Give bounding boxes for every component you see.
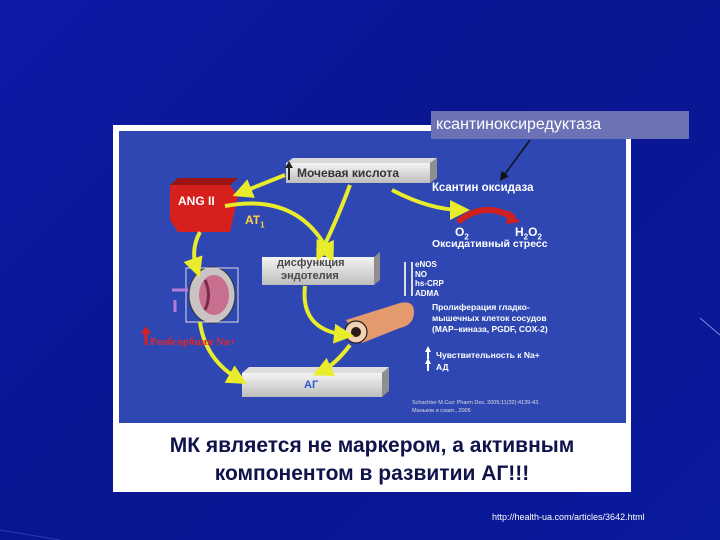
caption-line-1: МК является не маркером, а активным (169, 434, 575, 457)
reference-line: Маньков и соавт., 2005 (412, 408, 471, 414)
yellow-arrows (183, 173, 470, 384)
proliferation-line: Пролиферация гладко- (432, 302, 530, 312)
sensitivity-label: Чувствительность к Na+ (436, 350, 540, 360)
at1-label: AT1 (245, 213, 265, 230)
proliferation-text: Пролиферация гладко- мышечных клеток сос… (432, 302, 548, 335)
marker-item: ADMA (415, 288, 439, 298)
ag-label: АГ (304, 379, 319, 391)
oxidative-stress-label: Оксидативный стресс (432, 238, 548, 250)
ad-label: АД (436, 362, 449, 372)
ang2-box (170, 185, 238, 232)
proliferation-line: мышечных клеток сосудов (432, 313, 547, 323)
caption-box (113, 428, 631, 492)
marker-list: eNOS NO hs-CRP ADMA (415, 260, 444, 298)
xanthine-oxidoreductase-label: ксантиноксиредуктаза (431, 111, 689, 139)
o2-label: O2 (455, 225, 469, 242)
ag-box (242, 373, 382, 397)
reabsorption-label: Реабсорбция Na+ (150, 336, 236, 348)
dysfunction-label-1: дисфункция (277, 257, 345, 269)
proliferation-line: (MAP–киназа, PGDF, COX-2) (432, 324, 548, 334)
reference-line: Schachter M.Curr Pharm Des. 2005;11(32):… (412, 400, 540, 406)
pointer-arrow (499, 139, 531, 181)
marker-item: hs-CRP (415, 279, 444, 288)
uric-acid-box (286, 163, 430, 183)
marker-down-arrows (404, 262, 413, 296)
h2o2-label: H2O2 (515, 225, 542, 242)
ang2-label: ANG II (178, 194, 215, 208)
reference-text: Schachter M.Curr Pharm Des. 2005;11(32):… (412, 399, 540, 415)
caption-line-2: компонентом в развитии АГ!!! (214, 462, 530, 485)
marker-item: NO (415, 269, 427, 279)
xanthine-oxidase-label: Ксантин оксидаза (432, 182, 534, 194)
red-curved-arrow (456, 206, 516, 225)
uric-acid-label: Мочевая кислота (297, 166, 399, 180)
decorative-line (699, 317, 720, 336)
marker-item: eNOS (415, 260, 437, 269)
source-url: http://health-ua.com/articles/3642.html (492, 512, 645, 522)
decorative-line (0, 529, 61, 540)
caption: МК является не маркером, а активным комп… (113, 432, 631, 488)
dysfunction-label-2: эндотелия (281, 270, 339, 282)
